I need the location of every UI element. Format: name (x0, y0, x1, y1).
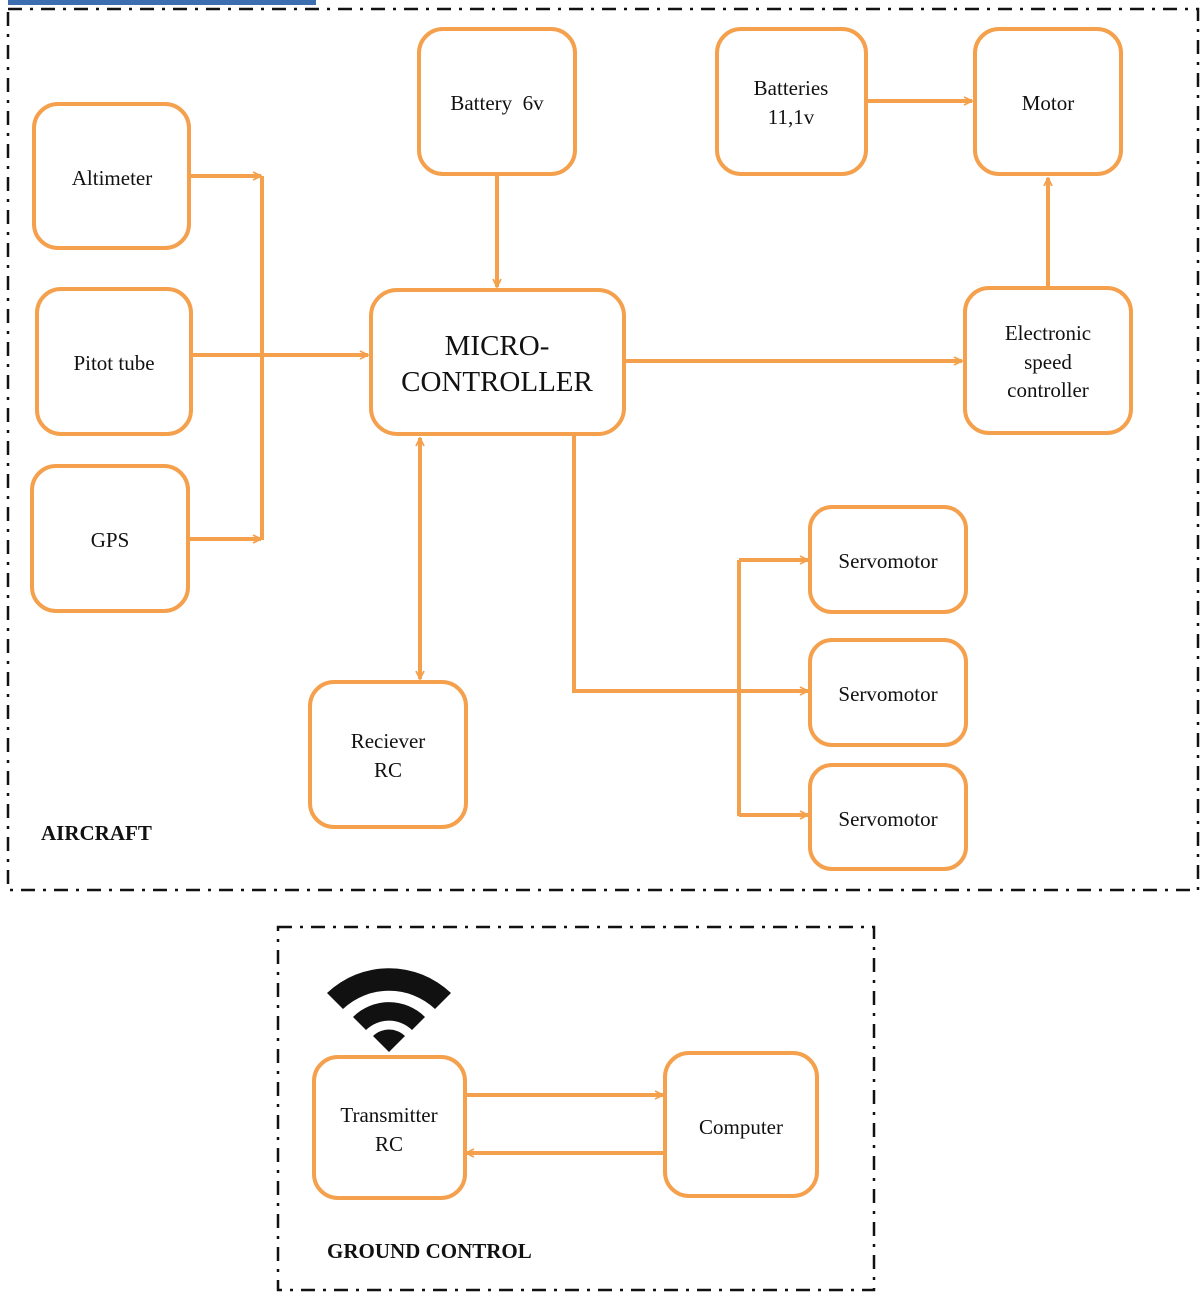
motor-label: Motor (1022, 91, 1075, 115)
gps-label: GPS (91, 528, 130, 552)
aircraft-region-frame (6, 7, 1200, 892)
battery-6v-label: Battery 6v (450, 91, 544, 115)
servomotor-label-3: Servomotor (838, 807, 937, 831)
motor-box (973, 27, 1123, 176)
transmitter-rc-box (312, 1055, 467, 1200)
computer-box (663, 1051, 819, 1198)
microcontroller-label-line1: MICRO- (445, 330, 550, 362)
altimeter-box (32, 102, 191, 250)
batteries-label-line1: Batteries (754, 76, 829, 100)
esc-block: Electronic speed controller (963, 286, 1133, 435)
receiver-label-line1: Reciever (351, 729, 426, 753)
ground-control-region-frame (276, 925, 876, 1292)
battery-6v-box (417, 27, 577, 176)
battery-6v-block: Battery 6v (417, 27, 577, 176)
servomotor-label-2: Servomotor (838, 682, 937, 706)
ground-control-region-label: GROUND CONTROL (327, 1239, 532, 1263)
batteries-11v-block: Batteries 11,1v (715, 27, 868, 176)
wifi-signal-icon (327, 968, 451, 1052)
pitot-tube-block: Pitot tube (35, 287, 193, 436)
receiver-rc-block: Reciever RC (308, 680, 468, 829)
servomotor-box-2 (808, 638, 968, 747)
servomotor-box-1 (808, 505, 968, 614)
corner-accent-bar (8, 0, 316, 5)
servomotor-block-1: Servomotor (808, 505, 968, 614)
pitot-tube-label: Pitot tube (73, 351, 154, 375)
connectors (190, 101, 1048, 1153)
microcontroller-block: MICRO- CONTROLLER (369, 288, 626, 436)
batteries-label-line2: 11,1v (768, 105, 815, 129)
esc-label-line2: speed (1024, 350, 1072, 374)
aircraft-region-label: AIRCRAFT (41, 821, 152, 845)
gps-box (30, 464, 190, 613)
servomotor-block-3: Servomotor (808, 763, 968, 871)
transmitter-rc-block: Transmitter RC (312, 1055, 467, 1200)
altimeter-label: Altimeter (72, 166, 152, 190)
microcontroller-label-line2: CONTROLLER (401, 366, 593, 398)
microcontroller-box (369, 288, 626, 436)
altimeter-block: Altimeter (32, 102, 191, 250)
transmitter-label-line1: Transmitter (340, 1103, 437, 1127)
servomotor-box-3 (808, 763, 968, 871)
esc-label-line3: controller (1007, 378, 1089, 402)
batteries-11v-box (715, 27, 868, 176)
motor-block: Motor (973, 27, 1123, 176)
computer-label: Computer (699, 1115, 783, 1139)
servomotor-block-2: Servomotor (808, 638, 968, 747)
transmitter-label-line2: RC (375, 1132, 403, 1156)
esc-box (963, 286, 1133, 435)
esc-label-line1: Electronic (1005, 321, 1091, 345)
mcu-to-servo2-arrow (572, 432, 808, 691)
computer-block: Computer (663, 1051, 819, 1198)
servomotor-label-1: Servomotor (838, 549, 937, 573)
gps-block: GPS (30, 464, 190, 613)
pitot-tube-box (35, 287, 193, 436)
receiver-rc-box (308, 680, 468, 829)
receiver-label-line2: RC (374, 758, 402, 782)
